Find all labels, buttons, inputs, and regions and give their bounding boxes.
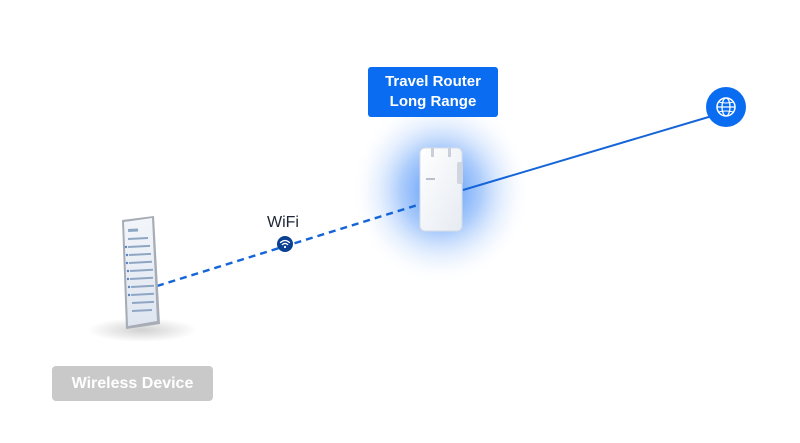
router-label-line2: Long Range [389,93,477,110]
phone-shadow [87,318,197,342]
globe-icon [706,87,746,127]
wifi-link [156,201,425,288]
travel-router [419,147,463,232]
router-label: Travel Router Long Range [368,67,498,117]
wifi-connection-label: WiFi [267,214,299,231]
wireless-device-phone [122,216,160,329]
device-label: Wireless Device [52,366,213,401]
router-label-line1: Travel Router [385,73,481,90]
wifi-icon [277,236,293,252]
wired-link [462,115,713,191]
